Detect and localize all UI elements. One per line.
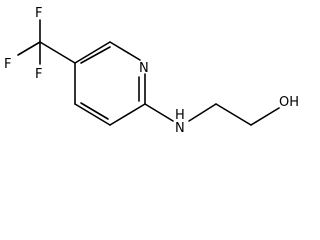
atom-amine-nitrogen: N [175, 121, 185, 136]
bond-ring-c3-c4 [74, 103, 111, 126]
bond-cf3-ring [39, 41, 76, 64]
bond-ch2-ch2 [215, 103, 252, 126]
bond-ring-c3-c4-double [80, 102, 109, 120]
bond-c-f-left [17, 41, 41, 56]
atom-f-left: F [4, 57, 11, 72]
bond-lines [17, 19, 280, 126]
atom-ring-nitrogen: N [139, 61, 149, 76]
bond-ring-c2-c3 [109, 103, 146, 126]
atom-f-bottom: F [35, 67, 42, 82]
atom-hydroxyl: OH [279, 95, 299, 110]
atom-f-top: F [35, 6, 42, 21]
bond-nh-ch2 [188, 103, 217, 122]
bond-c2-nh [144, 103, 174, 122]
bond-ring-c5-c6 [74, 41, 111, 64]
atom-amine-hydrogen: H [175, 108, 185, 123]
chemical-structure: F F F N H N OH [4, 6, 299, 136]
bond-ring-c6-n [109, 41, 141, 61]
bond-ch2-oh [250, 107, 280, 126]
bond-ring-c5-c6-double [80, 46, 111, 64]
atom-labels: F F F N H N OH [4, 6, 299, 136]
